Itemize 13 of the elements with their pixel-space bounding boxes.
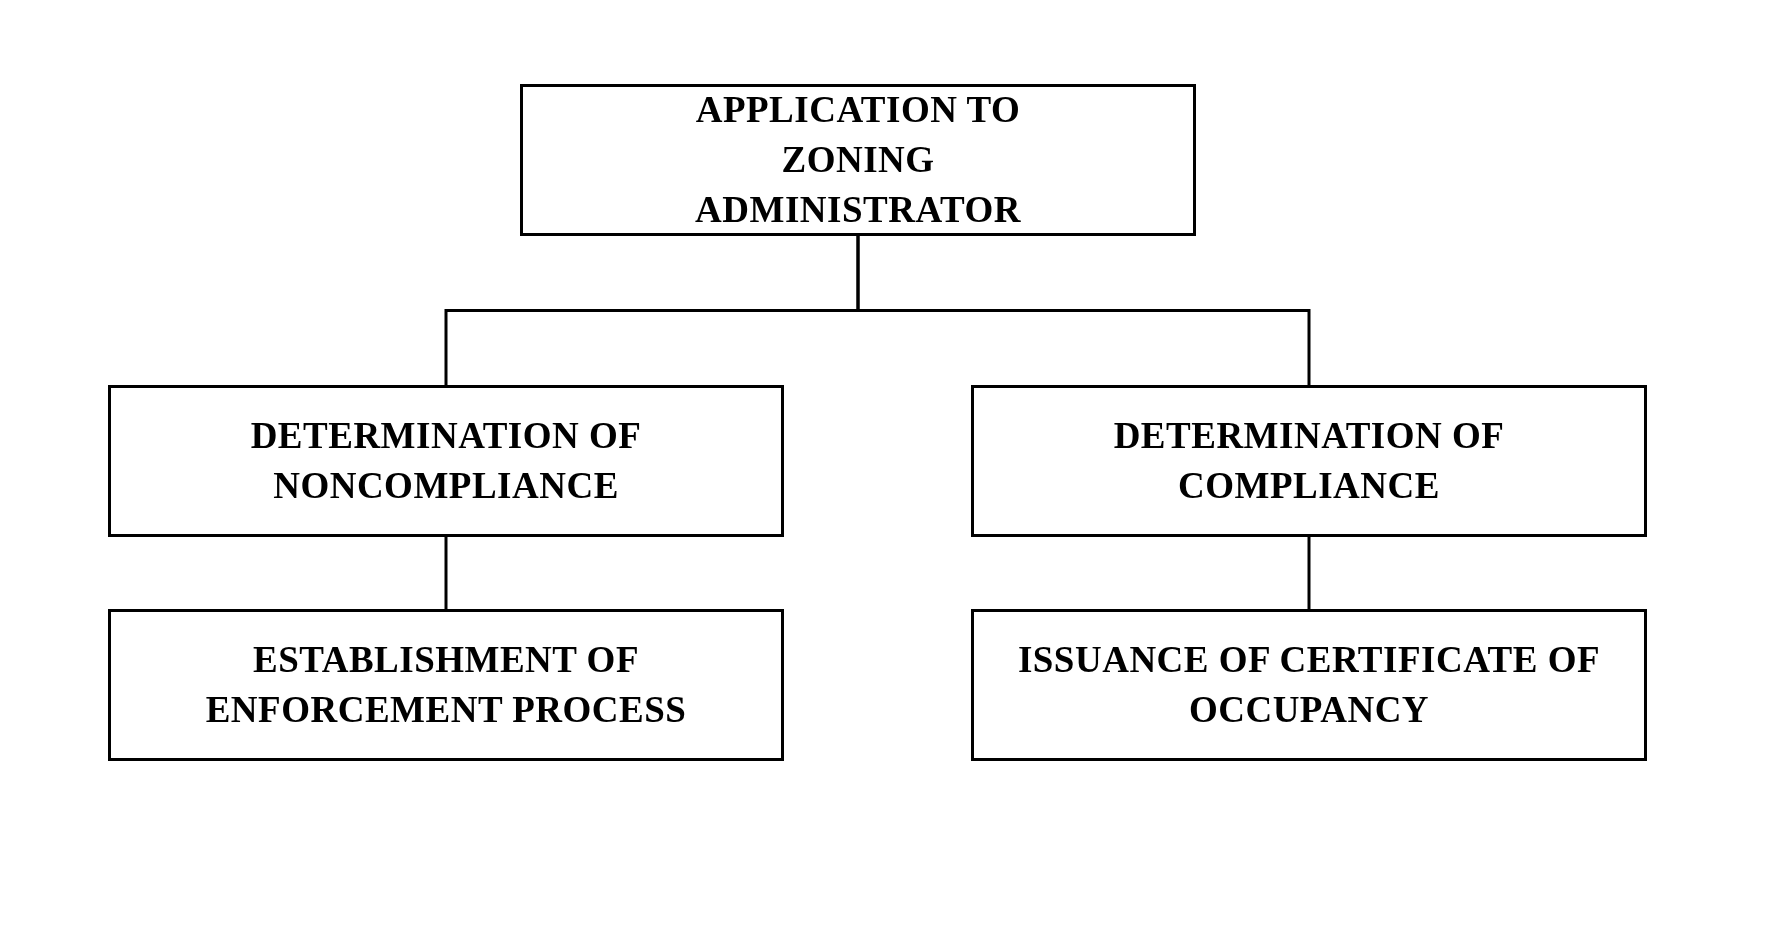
process-box	[971, 609, 1647, 761]
connector-line	[444, 537, 448, 609]
process-box	[520, 84, 1196, 236]
box-label: DETERMINATION OF NONCOMPLIANCE	[249, 414, 643, 508]
process-box	[108, 385, 784, 537]
box-label: APPLICATION TO ZONING ADMINISTRATOR	[694, 88, 1022, 232]
connector-line	[1307, 537, 1311, 609]
process-box	[108, 609, 784, 761]
box-label: ESTABLISHMENT OF ENFORCEMENT PROCESS	[204, 638, 688, 732]
process-box	[971, 385, 1647, 537]
box-label: DETERMINATION OF COMPLIANCE	[1112, 414, 1506, 508]
connector-line	[856, 236, 1311, 385]
box-label: ISSUANCE OF CERTIFICATE OF OCCUPANCY	[1016, 638, 1602, 732]
